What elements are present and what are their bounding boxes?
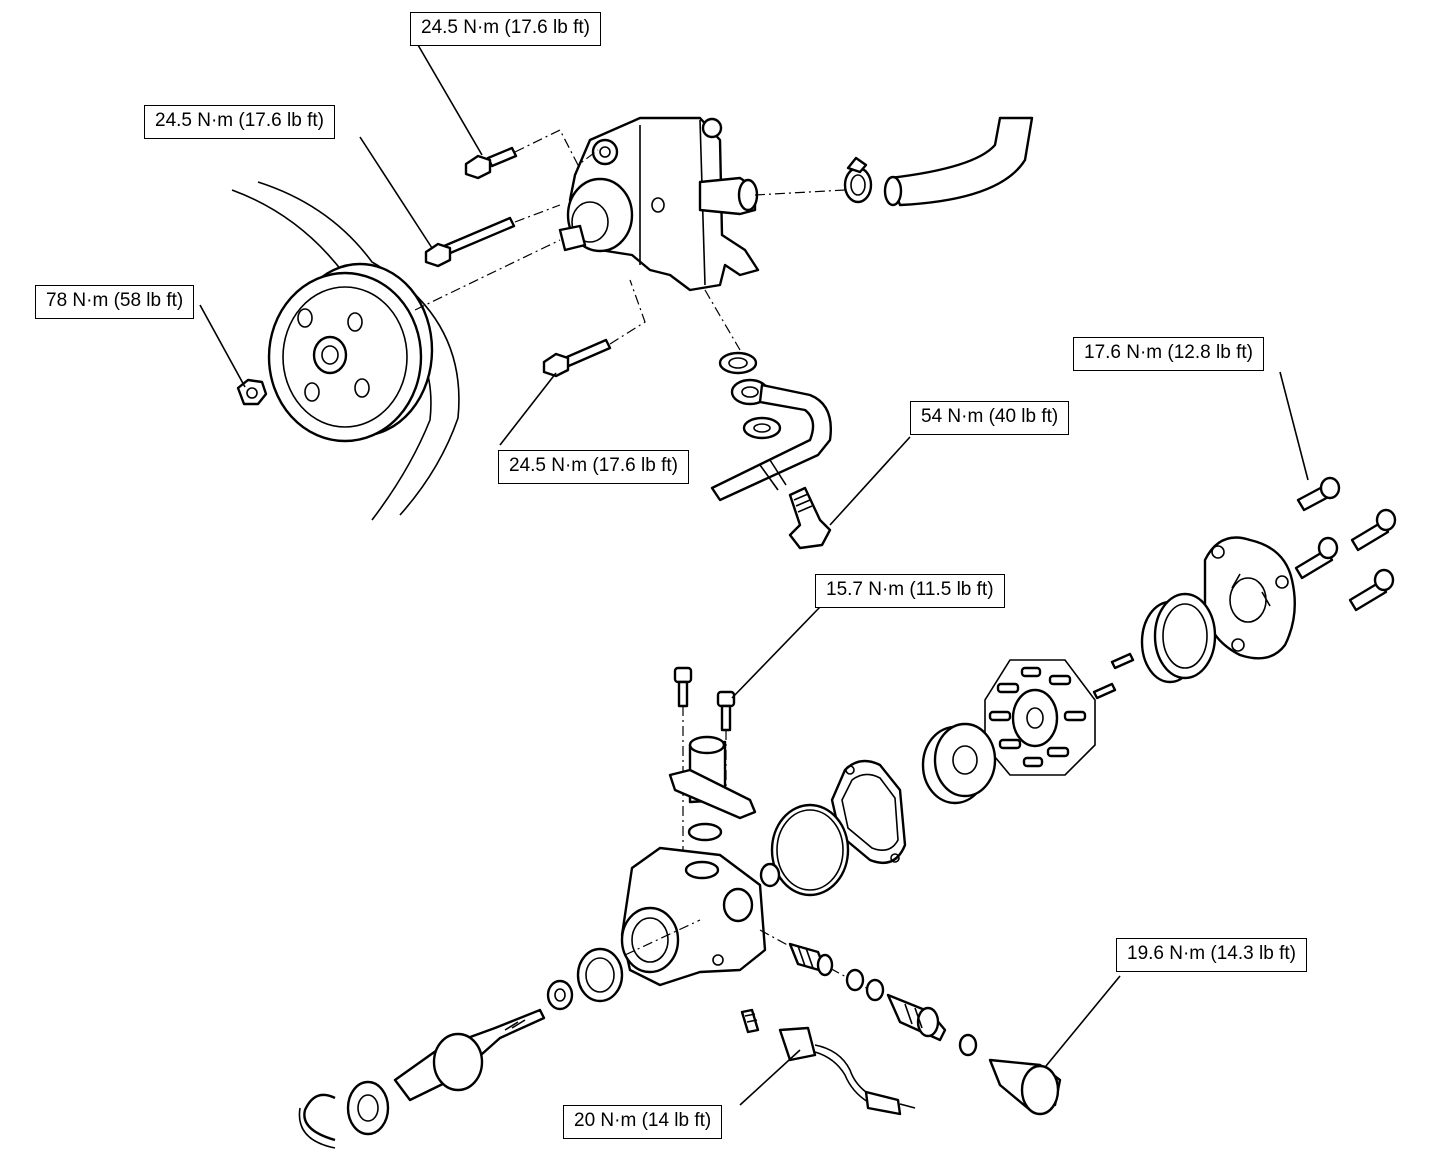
- rotor-vanes: [984, 659, 1096, 776]
- pump-body-upper: [558, 116, 760, 292]
- side-plate: [921, 722, 997, 805]
- torque-label-pump-long-bolt: 24.5 N·m (17.6 lb ft): [144, 105, 335, 139]
- hose-clamp: [843, 156, 873, 204]
- rear-cover-bolts: [1294, 476, 1397, 612]
- flow-control-valve: [788, 942, 834, 977]
- pressure-switch: [740, 1008, 916, 1116]
- pulley: [267, 262, 434, 443]
- suction-pipe-bracket: [668, 735, 757, 820]
- snap-ring: [298, 1093, 336, 1149]
- torque-label-eye-bolt: 54 N·m (40 lb ft): [910, 401, 1070, 435]
- torque-label-bracket-bolt: 15.7 N·m (11.5 lb ft): [815, 574, 1005, 608]
- large-o-ring: [770, 803, 850, 897]
- cover-gasket: [830, 759, 907, 865]
- small-o-ring: [759, 862, 781, 888]
- valve-plug: [886, 993, 947, 1042]
- pump-top-bolt: [464, 146, 518, 180]
- torque-label-pump-top-bolt: 24.5 N·m (17.6 lb ft): [410, 12, 601, 46]
- pump-lower-bolt: [542, 338, 612, 378]
- torque-label-pulley-nut: 78 N·m (58 lb ft): [35, 285, 195, 319]
- suction-o-ring: [687, 822, 723, 842]
- pulley-nut: [236, 378, 268, 406]
- torque-label-pressure-switch: 20 N·m (14 lb ft): [563, 1105, 723, 1139]
- bearing: [346, 1080, 390, 1136]
- plug-o-ring: [958, 1033, 978, 1057]
- relief-plug: [988, 1058, 1062, 1116]
- pump-long-bolt: [424, 216, 516, 268]
- valve-spring: [845, 968, 885, 1002]
- torque-label-rear-cover-bolt: 17.6 N·m (12.8 lb ft): [1073, 337, 1264, 371]
- eye-bolt: [788, 486, 832, 550]
- bracket-bolts: [673, 666, 736, 732]
- pressure-line: [710, 351, 832, 502]
- pump-housing: [620, 846, 767, 987]
- washer: [546, 979, 574, 1011]
- cam-ring: [1140, 592, 1217, 684]
- rear-cover: [1203, 536, 1296, 660]
- torque-label-pump-lower-bolt: 24.5 N·m (17.6 lb ft): [498, 450, 689, 484]
- return-hose: [883, 116, 1034, 207]
- drive-shaft: [393, 1008, 546, 1102]
- dowel-pins: [1092, 652, 1135, 700]
- leader-lines: [199, 44, 1309, 1106]
- oil-seal: [576, 947, 624, 1003]
- torque-label-relief-plug: 19.6 N·m (14.3 lb ft): [1116, 938, 1307, 972]
